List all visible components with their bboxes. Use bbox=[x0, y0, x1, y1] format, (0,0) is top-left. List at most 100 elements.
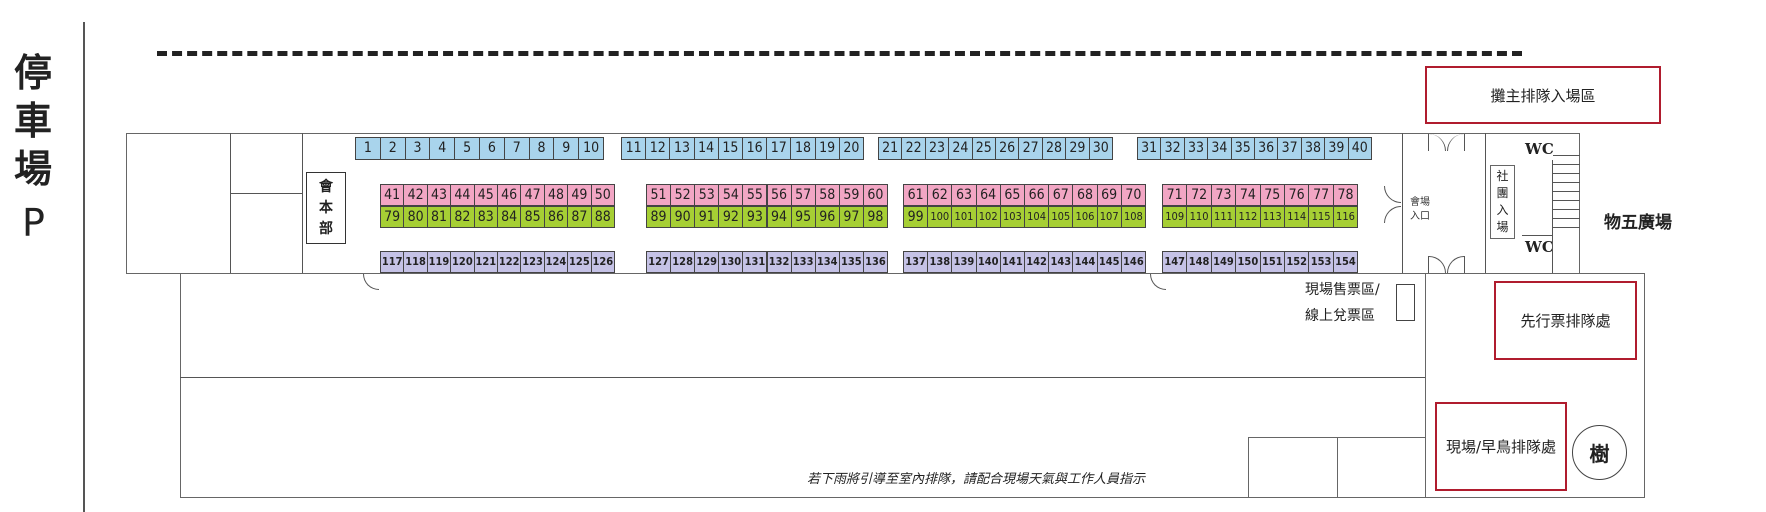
booth-52: 52 bbox=[670, 184, 696, 206]
parking-char: 場 bbox=[14, 147, 53, 191]
booth-112: 112 bbox=[1235, 206, 1261, 228]
booth-82: 82 bbox=[450, 206, 475, 228]
booth-153: 153 bbox=[1308, 251, 1334, 273]
club-entrance-char: 場 bbox=[1496, 220, 1509, 234]
booth-86: 86 bbox=[543, 206, 569, 228]
booth-124: 124 bbox=[543, 251, 569, 273]
booth-120: 120 bbox=[450, 251, 475, 273]
booth-62: 62 bbox=[927, 184, 953, 206]
wall bbox=[1552, 235, 1553, 273]
booth-117: 117 bbox=[380, 251, 405, 273]
booth-34: 34 bbox=[1207, 137, 1232, 160]
booth-5: 5 bbox=[454, 137, 480, 160]
booth-50: 50 bbox=[590, 184, 615, 206]
parking-divider bbox=[83, 22, 85, 512]
booth-84: 84 bbox=[497, 206, 522, 228]
booth-66: 66 bbox=[1024, 184, 1050, 206]
booth-128: 128 bbox=[670, 251, 696, 273]
booth-26: 26 bbox=[995, 137, 1020, 160]
booth-137: 137 bbox=[903, 251, 929, 273]
booth-54: 54 bbox=[718, 184, 744, 206]
booth-56: 56 bbox=[766, 184, 792, 206]
booth-67: 67 bbox=[1048, 184, 1074, 206]
booth-27: 27 bbox=[1018, 137, 1043, 160]
booth-134: 134 bbox=[814, 251, 840, 273]
booth-104: 104 bbox=[1024, 206, 1050, 228]
booth-105: 105 bbox=[1048, 206, 1074, 228]
booth-139: 139 bbox=[951, 251, 977, 273]
booth-136: 136 bbox=[862, 251, 888, 273]
booth-85: 85 bbox=[520, 206, 545, 228]
booth-6: 6 bbox=[479, 137, 505, 160]
wall bbox=[1402, 133, 1403, 274]
wall bbox=[230, 133, 231, 274]
booth-114: 114 bbox=[1284, 206, 1310, 228]
booth-149: 149 bbox=[1210, 251, 1237, 273]
booth-24: 24 bbox=[948, 137, 973, 160]
booth-55: 55 bbox=[742, 184, 768, 206]
booth-22: 22 bbox=[901, 137, 926, 160]
booth-142: 142 bbox=[1024, 251, 1050, 273]
booth-8: 8 bbox=[528, 137, 555, 160]
booth-19: 19 bbox=[814, 137, 840, 160]
stairs-icon bbox=[1553, 155, 1580, 236]
booth-73: 73 bbox=[1210, 184, 1237, 206]
booth-33: 33 bbox=[1183, 137, 1209, 160]
booth-11: 11 bbox=[621, 137, 647, 160]
booth-3: 3 bbox=[404, 137, 431, 160]
booth-20: 20 bbox=[838, 137, 864, 160]
booth-91: 91 bbox=[694, 206, 720, 228]
booth-107: 107 bbox=[1096, 206, 1122, 228]
ticket-area-label: 線上兌票區 bbox=[1305, 308, 1375, 324]
booth-53: 53 bbox=[694, 184, 720, 206]
booth-45: 45 bbox=[473, 184, 498, 206]
outdoor-area bbox=[1425, 273, 1645, 498]
parking-char: 車 bbox=[14, 99, 53, 143]
booth-75: 75 bbox=[1259, 184, 1285, 206]
venue-entrance-label: 入口 bbox=[1410, 211, 1430, 222]
booth-144: 144 bbox=[1072, 251, 1098, 273]
booth-121: 121 bbox=[473, 251, 498, 273]
booth-18: 18 bbox=[790, 137, 816, 160]
booth-70: 70 bbox=[1120, 184, 1146, 206]
booth-97: 97 bbox=[838, 206, 864, 228]
booth-138: 138 bbox=[927, 251, 953, 273]
booth-37: 37 bbox=[1277, 137, 1302, 160]
booth-78: 78 bbox=[1332, 184, 1359, 206]
booth-99: 99 bbox=[903, 206, 929, 228]
booth-47: 47 bbox=[520, 184, 545, 206]
booth-98: 98 bbox=[862, 206, 888, 228]
club-entrance-char: 團 bbox=[1496, 186, 1509, 200]
booth-88: 88 bbox=[590, 206, 615, 228]
booth-14: 14 bbox=[693, 137, 719, 160]
booth-115: 115 bbox=[1308, 206, 1334, 228]
hq-char: 本 bbox=[319, 200, 333, 216]
booth-109: 109 bbox=[1162, 206, 1188, 228]
dashed-boundary bbox=[157, 51, 1522, 56]
vendor-queue-label: 攤主排隊入場區 bbox=[1490, 86, 1596, 105]
booth-80: 80 bbox=[403, 206, 428, 228]
booth-74: 74 bbox=[1235, 184, 1261, 206]
booth-145: 145 bbox=[1096, 251, 1122, 273]
booth-131: 131 bbox=[742, 251, 768, 273]
booth-30: 30 bbox=[1088, 137, 1113, 160]
room bbox=[1337, 437, 1426, 498]
booth-146: 146 bbox=[1120, 251, 1146, 273]
advance-queue-area: 先行票排隊處 bbox=[1494, 281, 1637, 360]
booth-123: 123 bbox=[520, 251, 545, 273]
booth-59: 59 bbox=[838, 184, 864, 206]
booth-110: 110 bbox=[1186, 206, 1212, 228]
booth-49: 49 bbox=[567, 184, 592, 206]
tree-label: 樹 bbox=[1589, 442, 1610, 466]
booth-79: 79 bbox=[380, 206, 405, 228]
booth-152: 152 bbox=[1284, 251, 1310, 273]
booth-143: 143 bbox=[1048, 251, 1074, 273]
booth-111: 111 bbox=[1210, 206, 1237, 228]
wall bbox=[230, 193, 302, 194]
booth-125: 125 bbox=[567, 251, 592, 273]
rain-note: 若下雨將引導至室內排隊，請配合現場天氣與工作人員指示 bbox=[807, 472, 1146, 487]
booth-39: 39 bbox=[1324, 137, 1349, 160]
booth-44: 44 bbox=[450, 184, 475, 206]
booth-135: 135 bbox=[838, 251, 864, 273]
booth-48: 48 bbox=[543, 184, 569, 206]
